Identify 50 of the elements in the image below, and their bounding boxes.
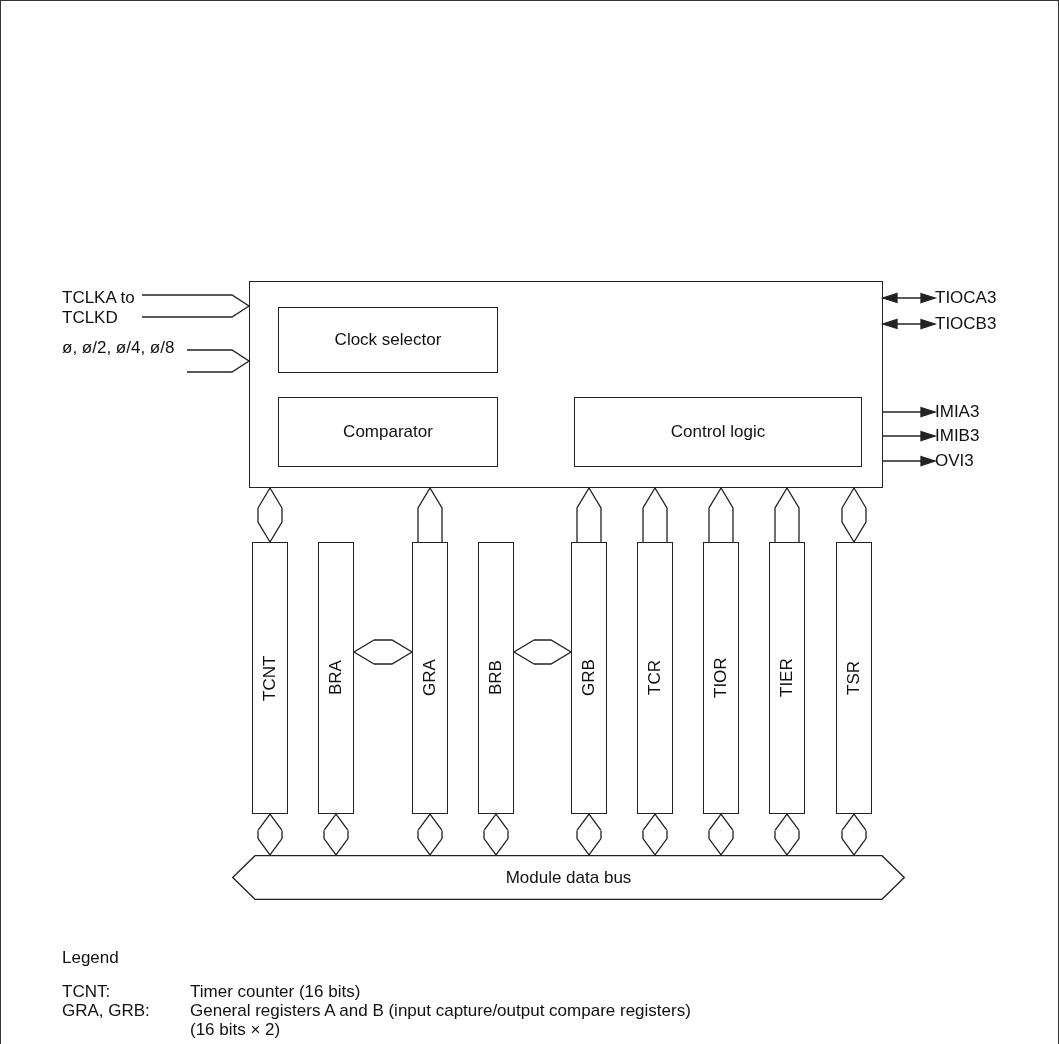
legend-description: General registers A and B (input capture/output compare registers) (190, 1001, 691, 1021)
bus-connector (841, 487, 867, 543)
bus-connector (708, 487, 734, 543)
signal-label: TCLKA to TCLKD (62, 288, 142, 328)
bus-connector (257, 487, 283, 543)
arrow (882, 430, 936, 442)
bus-connector (513, 639, 572, 665)
data-bus-band: Module data bus (232, 855, 905, 900)
register-box: BRA (318, 542, 354, 814)
signal-label: ø, ø/2, ø/4, ø/8 (62, 338, 187, 358)
register-box: GRB (571, 542, 607, 814)
register-box: TCR (637, 542, 673, 814)
bus-connector (417, 813, 443, 856)
bus-connector (417, 487, 443, 543)
arrow (882, 292, 936, 304)
function-block: Control logic (574, 397, 862, 467)
legend-term: GRA, GRB: (62, 1001, 150, 1021)
bus-connector (483, 813, 509, 856)
arrow (882, 406, 936, 418)
bus-connector (708, 813, 734, 856)
register-box: BRB (478, 542, 514, 814)
signal-label: TIOCB3 (935, 314, 1045, 334)
signal-label: OVI3 (935, 451, 1045, 471)
legend-description: Timer counter (16 bits) (190, 982, 361, 1002)
register-box: TCNT (252, 542, 288, 814)
register-box: TIOR (703, 542, 739, 814)
legend-description: (16 bits × 2) (190, 1020, 281, 1040)
arrow (882, 455, 936, 467)
bus-connector (642, 813, 668, 856)
bus-connector (576, 487, 602, 543)
arrow (882, 318, 936, 330)
legend-term: TCNT: (62, 982, 111, 1002)
bus-connector (353, 639, 413, 665)
bus-connector (774, 813, 800, 856)
register-box: TIER (769, 542, 805, 814)
bus-connector (642, 487, 668, 543)
signal-label: TIOCA3 (935, 288, 1045, 308)
register-box: GRA (412, 542, 448, 814)
timer-block (249, 281, 883, 488)
bus-connector (323, 813, 349, 856)
function-block: Comparator (278, 397, 498, 467)
signal-label: IMIA3 (935, 402, 1045, 422)
register-box: TSR (836, 542, 872, 814)
bus-connector (257, 813, 283, 856)
signal-label: IMIB3 (935, 426, 1045, 446)
bus-connector (841, 813, 867, 856)
bus-connector (774, 487, 800, 543)
bus-connector (576, 813, 602, 856)
legend-heading: Legend (62, 948, 119, 968)
function-block: Clock selector (278, 307, 498, 373)
